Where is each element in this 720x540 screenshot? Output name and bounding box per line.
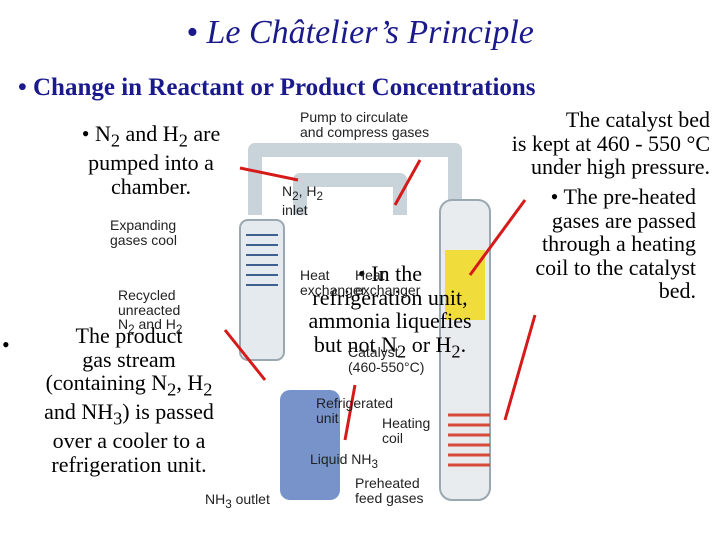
arrow-product [223,329,267,381]
label-liquid-nh3: Liquid NH3 [310,451,378,471]
top-pipe [248,143,462,215]
arrow-catalyst [393,159,422,206]
bullet-n2-pumped: • N2 and H2 are pumped into a chamber. [81,121,221,199]
bullet-refrigeration: • In the refrigeration unit, ammonia liq… [308,261,472,361]
arrow-catalyst-bed [468,199,527,276]
slide-subtitle: • Change in Reactant or Product Concentr… [18,74,536,101]
product-bullet: • [2,332,10,357]
exchanger-fins [246,234,278,286]
slide-title: • Le Châtelier’s Principle [186,14,534,51]
heating-coil [448,413,490,467]
bullet-catalyst-bed: The catalyst bed is kept at 460 - 550 °C… [511,107,710,180]
arrow-inlet [239,166,299,182]
refrigerated-unit [280,390,340,500]
arrow-heating-coil [503,314,537,421]
bullet-product-gas: The product gas stream (containing N2, H… [44,323,214,477]
arrow-refrigeration [343,384,357,441]
annotation-arrows [223,159,537,441]
label-catalyst: Catalyst(460-550°C) [348,344,425,375]
bullet-preheated: • The pre-heated gases are passed throug… [535,184,696,304]
label-nh3-outlet: NH3 outlet [205,491,270,511]
